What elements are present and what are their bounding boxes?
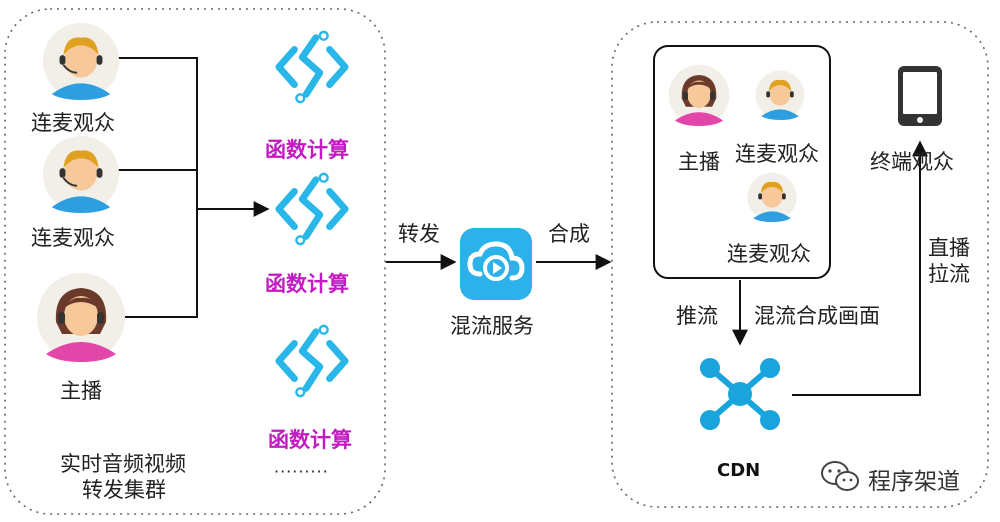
host-avatar-icon [668,64,730,126]
live-pull-label: 拉流 [928,262,970,286]
compose-label: 合成 [548,222,590,246]
function-label: 函数计算 [265,138,349,162]
mix-service-icon [460,228,532,300]
host-avatar-icon [37,273,125,362]
box-host-label: 主播 [678,150,720,174]
viewer-avatar-icon [42,22,120,100]
function-label: 函数计算 [268,428,352,452]
ellipsis: ········· [274,462,329,481]
wire-host [123,209,198,318]
terminal-viewer-label: 终端观众 [870,150,954,174]
live-pull-label: 直播 [928,236,970,260]
cluster-caption: 转发集群 [82,478,166,502]
wire-live-pull [792,140,928,396]
cluster-boundary [4,8,386,515]
push-label: 推流 [676,304,718,328]
forward-label: 转发 [398,222,440,246]
viewer-avatar-icon [755,70,805,120]
function-compute-icon [275,324,349,398]
function-compute-icon [275,172,349,246]
wechat-icon [821,461,859,491]
function-label: 函数计算 [265,272,349,296]
mixed-picture-label: 混流合成画面 [754,304,880,328]
viewer-avatar-icon [747,172,797,222]
watermark-text: 程序架道 [868,469,960,495]
viewer-avatar-icon [42,135,120,213]
viewer-label: 连麦观众 [31,226,115,250]
tablet-icon [898,66,942,126]
viewer-label: 连麦观众 [31,111,115,135]
cluster-caption: 实时音频视频 [60,452,186,476]
mix-service-label: 混流服务 [450,314,534,338]
cdn-area-boundary [611,21,989,508]
cdn-label: CDN [717,460,761,481]
box-viewer-label: 连麦观众 [735,142,819,166]
function-compute-icon [275,30,349,104]
wire-viewer-1 [118,57,198,209]
box-viewer-label: 连麦观众 [727,242,811,266]
mixed-picture-box [653,45,831,279]
host-label: 主播 [60,379,102,403]
cdn-icon [700,358,780,430]
